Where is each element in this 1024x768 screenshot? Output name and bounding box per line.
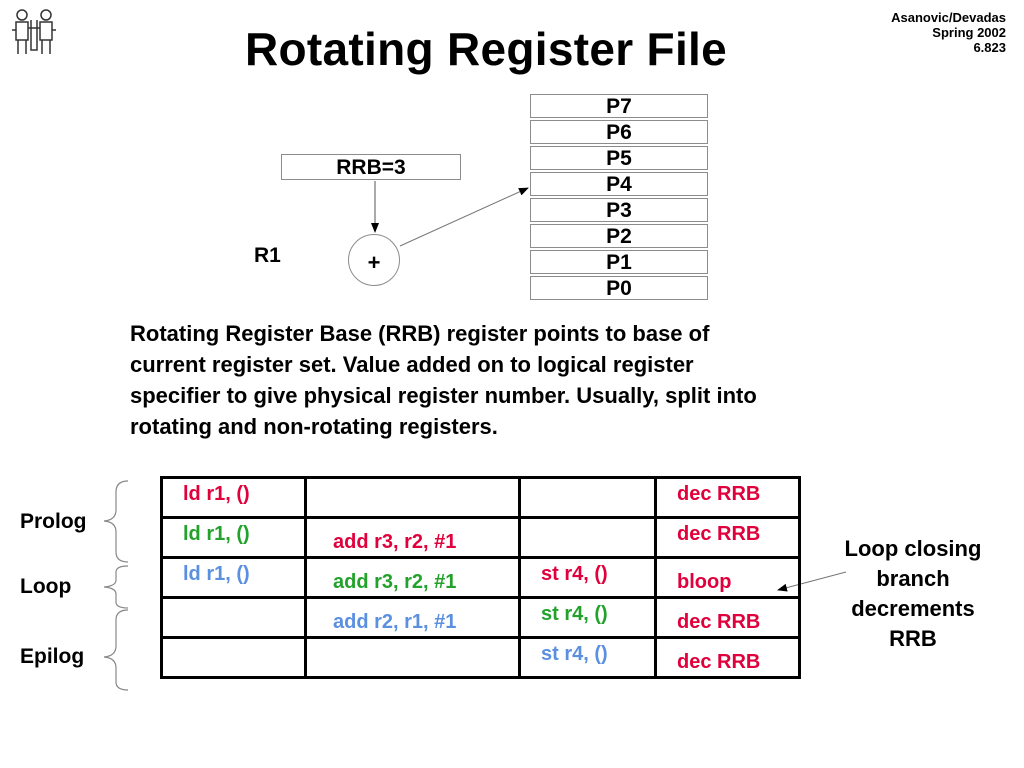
register-p2: P2 xyxy=(530,224,708,248)
schedule-cell xyxy=(160,596,307,639)
register-p7: P7 xyxy=(530,94,708,118)
schedule-row: st r4, () dec RRB xyxy=(160,636,801,679)
description-line-1: Rotating Register Base (RRB) register po… xyxy=(130,321,710,346)
schedule-cell: dec RRB xyxy=(654,596,801,639)
adder-circle: + xyxy=(348,234,400,286)
instruction-text: dec RRB xyxy=(677,523,761,545)
adder-to-register-arrow xyxy=(399,187,529,247)
schedule-cell: st r4, () xyxy=(518,596,657,639)
schedule-row: ld r1, () add r3, r2, #1 st r4, () bloop xyxy=(160,556,801,599)
instruction-text: ld r1, () xyxy=(183,563,250,585)
instruction-text: bloop xyxy=(677,571,732,593)
instruction-text: st r4, () xyxy=(541,603,608,625)
credit-course: 6.823 xyxy=(973,40,1006,55)
register-p0: P0 xyxy=(530,276,708,300)
schedule-cell: dec RRB xyxy=(654,516,801,559)
credit-authors: Asanovic/Devadas xyxy=(891,10,1006,25)
phase-label-loop: Loop xyxy=(20,575,72,598)
loop-closing-note: Loop closing branch decrements RRB xyxy=(818,534,1008,654)
description-line-4: rotating and non-rotating registers. xyxy=(130,414,498,439)
schedule-cell: dec RRB xyxy=(654,636,801,679)
schedule-cell: add r3, r2, #1 xyxy=(304,556,521,599)
epilog-brace-icon xyxy=(103,609,129,691)
instruction-text: st r4, () xyxy=(541,643,608,665)
schedule-cell: add r3, r2, #1 xyxy=(304,516,521,559)
instruction-text: ld r1, () xyxy=(183,523,250,545)
page-title: Rotating Register File xyxy=(245,23,727,75)
note-line-3: decrements xyxy=(851,596,975,621)
instruction-text: dec RRB xyxy=(677,483,761,505)
schedule-row: ld r1, () dec RRB xyxy=(160,476,801,519)
schedule-cell: st r4, () xyxy=(518,556,657,599)
schedule-cell: ld r1, () xyxy=(160,516,307,559)
register-p5: P5 xyxy=(530,146,708,170)
schedule-cell xyxy=(518,516,657,559)
course-credit: Asanovic/Devadas Spring 2002 6.823 xyxy=(891,10,1006,55)
university-logo-icon xyxy=(12,9,56,54)
note-line-2: branch xyxy=(876,566,950,591)
schedule-cell xyxy=(160,636,307,679)
instruction-text: add r3, r2, #1 xyxy=(333,571,457,593)
schedule-cell xyxy=(304,636,521,679)
instruction-text: dec RRB xyxy=(677,611,761,633)
instruction-text: ld r1, () xyxy=(183,483,250,505)
note-line-4: RRB xyxy=(889,626,937,651)
schedule-cell: ld r1, () xyxy=(160,556,307,599)
register-p6: P6 xyxy=(530,120,708,144)
description-line-2: current register set. Value added on to … xyxy=(130,352,694,377)
schedule-cell: dec RRB xyxy=(654,476,801,519)
description-line-3: specifier to give physical register numb… xyxy=(130,383,757,408)
note-line-1: Loop closing xyxy=(844,536,982,561)
register-p3: P3 xyxy=(530,198,708,222)
schedule-cell: st r4, () xyxy=(518,636,657,679)
description-paragraph: Rotating Register Base (RRB) register po… xyxy=(130,318,880,442)
rrb-register: RRB=3 xyxy=(281,154,461,180)
schedule-cell: bloop xyxy=(654,556,801,599)
schedule-cell: ld r1, () xyxy=(160,476,307,519)
phase-label-prolog: Prolog xyxy=(20,510,87,533)
schedule-row: add r2, r1, #1 st r4, () dec RRB xyxy=(160,596,801,639)
credit-term: Spring 2002 xyxy=(932,25,1006,40)
schedule-cell xyxy=(518,476,657,519)
prolog-brace-icon xyxy=(103,480,129,563)
instruction-text: add r2, r1, #1 xyxy=(333,611,457,633)
logical-register-label: R1 xyxy=(254,244,281,267)
schedule-cell: add r2, r1, #1 xyxy=(304,596,521,639)
phase-label-epilog: Epilog xyxy=(20,645,85,668)
schedule-row: ld r1, () add r3, r2, #1 dec RRB xyxy=(160,516,801,559)
schedule-cell xyxy=(304,476,521,519)
instruction-text: add r3, r2, #1 xyxy=(333,531,457,553)
register-p4: P4 xyxy=(530,172,708,196)
pipeline-schedule-table: ld r1, () dec RRB ld r1, () add r3, r2, #1 d… xyxy=(160,476,801,679)
loop-brace-icon xyxy=(103,565,129,609)
instruction-text: dec RRB xyxy=(677,651,761,673)
instruction-text: st r4, () xyxy=(541,563,608,585)
register-p1: P1 xyxy=(530,250,708,274)
